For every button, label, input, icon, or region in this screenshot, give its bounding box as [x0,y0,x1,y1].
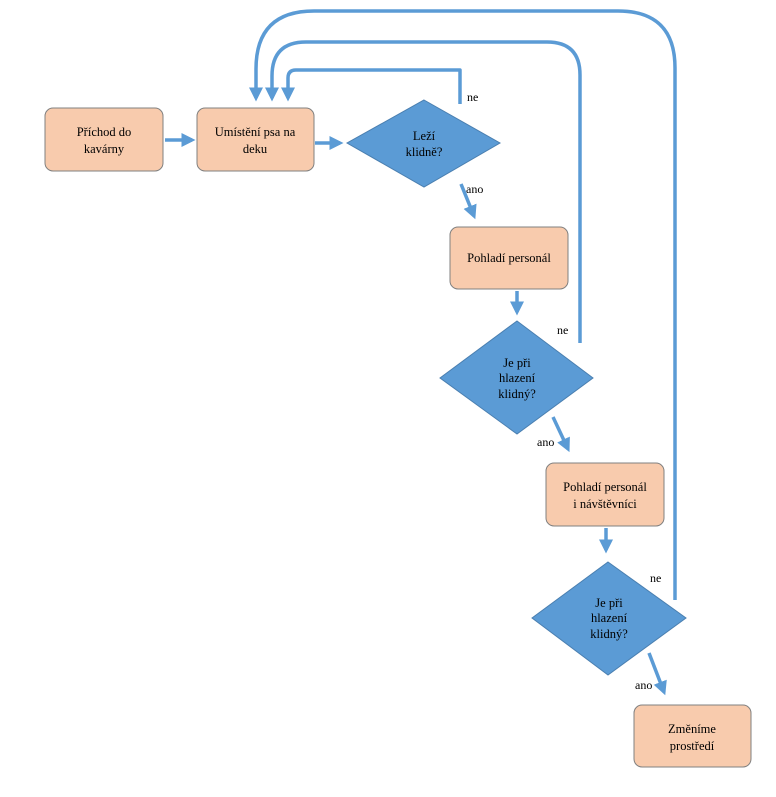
node-blanket: Umístění psa na deku [196,107,315,172]
decision-petting-2-line-3: klidný? [590,627,628,641]
node-blanket-line-1: Umístění psa na [215,125,296,139]
node-arrival: Příchod do kavárny [44,107,164,172]
node-blanket-line-2: deku [243,142,268,156]
decision-calm-line-2: klidně? [406,145,443,159]
node-staff-visitors-pet: Pohladí personál i návštěvníci [545,462,665,527]
edge-label-calm-no: ne [467,90,478,104]
arrow-calm-yes-to-staff [459,183,477,220]
edge-label-petting2-no: ne [650,571,661,585]
edge-label-calm-yes: ano [466,182,483,196]
node-change-env: Změníme prostředí [633,704,752,768]
decision-petting-1-line-2: hlazení [499,371,536,385]
decision-petting-1-line-1: Je při [503,356,531,370]
decision-petting-1: Je při hlazení klidný? [439,320,594,435]
node-change-env-line-2: prostředí [670,739,715,753]
decision-petting-2: Je při hlazení klidný? [531,561,687,676]
loop-petting2-no-to-blanket [249,9,677,600]
node-arrival-line-1: Příchod do [77,125,132,139]
node-staff-pet-line-1: Pohladí personál [467,251,551,265]
decision-petting-2-line-2: hlazení [591,611,628,625]
edge-label-petting1-no: ne [557,323,568,337]
node-arrival-line-2: kavárny [84,142,125,156]
loop-calm-no-to-blanket [281,68,462,104]
decision-calm-line-1: Leží [413,129,436,143]
decision-petting-1-line-3: klidný? [498,387,536,401]
arrow-petting2-yes-to-change-env [647,652,667,696]
arrow-petting1-yes-to-staff-visitors [551,416,570,453]
decision-petting-2-line-1: Je při [595,596,623,610]
node-change-env-line-1: Změníme [668,722,716,736]
edge-label-petting1-yes: ano [537,435,554,449]
decision-calm: Leží klidně? [345,99,502,188]
node-staff-visitors-pet-line-2: i návštěvníci [573,497,637,511]
node-staff-visitors-pet-line-1: Pohladí personál [563,480,647,494]
edge-label-petting2-yes: ano [635,678,652,692]
node-staff-pet: Pohladí personál [449,226,569,290]
loop-petting1-no-to-blanket [265,40,582,343]
